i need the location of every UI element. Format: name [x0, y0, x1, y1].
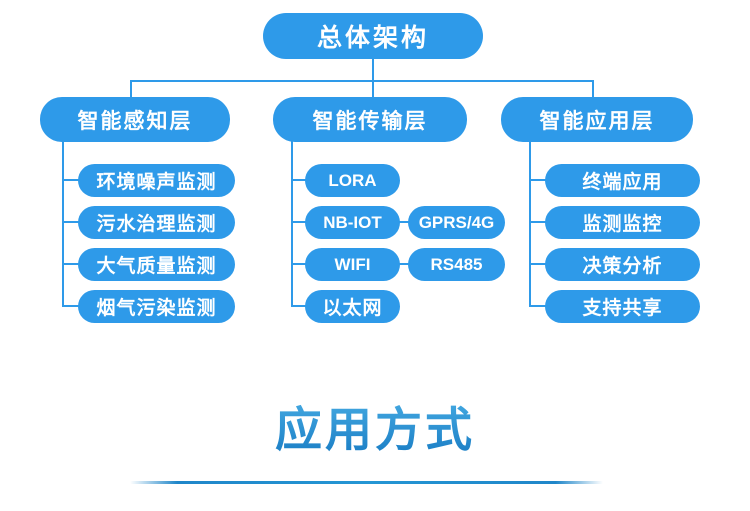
item-terminal-app: 终端应用 [545, 164, 700, 197]
connector-line [529, 263, 547, 265]
item-monitoring-control: 监测监控 [545, 206, 700, 239]
connector-line [529, 221, 547, 223]
item-decision-analysis: 决策分析 [545, 248, 700, 281]
connector-line [291, 179, 307, 181]
item-env-noise: 环境噪声监测 [78, 164, 235, 197]
connector-line [291, 263, 307, 265]
connector-line [529, 305, 547, 307]
branch-header-perception: 智能感知层 [40, 97, 230, 142]
item-gprs-4g: GPRS/4G [408, 206, 505, 239]
root-node: 总体架构 [263, 13, 483, 59]
connector-line [291, 305, 307, 307]
connector-line [529, 179, 547, 181]
item-air-quality: 大气质量监测 [78, 248, 235, 281]
connector-line [399, 263, 409, 265]
connector-line [592, 80, 594, 98]
item-rs485: RS485 [408, 248, 505, 281]
item-sharing-support: 支持共享 [545, 290, 700, 323]
connector-line [62, 305, 80, 307]
item-wifi: WIFI [305, 248, 400, 281]
item-ethernet: 以太网 [305, 290, 400, 323]
section-divider [130, 481, 603, 484]
item-nb-iot: NB-IOT [305, 206, 400, 239]
connector-line [291, 140, 293, 307]
connector-line [62, 221, 80, 223]
connector-line [529, 140, 531, 307]
connector-line [130, 80, 594, 82]
section-title: 应用方式 [0, 398, 750, 462]
connector-line [130, 80, 132, 98]
connector-line [291, 221, 307, 223]
item-lora: LORA [305, 164, 400, 197]
connector-line [62, 140, 64, 307]
connector-line [399, 221, 409, 223]
connector-line [372, 80, 374, 98]
connector-line [62, 263, 80, 265]
connector-line [372, 58, 374, 82]
connector-line [62, 179, 80, 181]
branch-header-transmission: 智能传输层 [273, 97, 467, 142]
item-sewage-treatment: 污水治理监测 [78, 206, 235, 239]
branch-header-application: 智能应用层 [501, 97, 693, 142]
item-flue-gas: 烟气污染监测 [78, 290, 235, 323]
